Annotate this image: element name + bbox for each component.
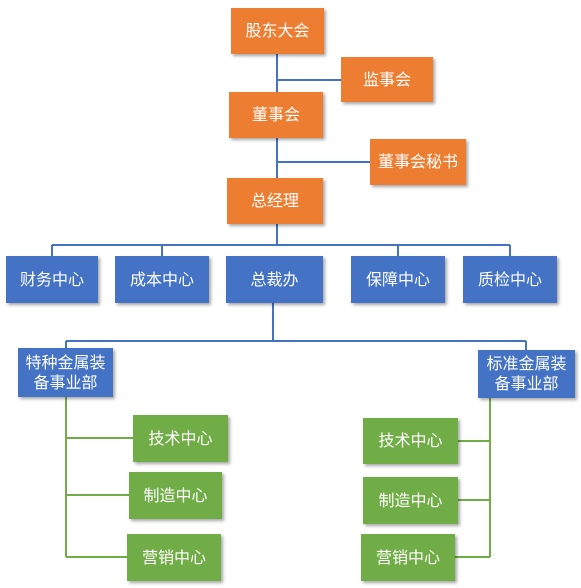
node-supervisors: 监事会 xyxy=(341,57,433,102)
node-special-tech-center: 技术中心 xyxy=(133,415,228,462)
node-assurance-center: 保障中心 xyxy=(351,256,445,303)
node-qc-center: 质检中心 xyxy=(463,256,557,303)
node-president-office: 总裁办 xyxy=(226,256,323,303)
node-standard-division: 标准金属装 备事业部 xyxy=(478,350,575,398)
node-shareholders: 股东大会 xyxy=(231,8,324,54)
node-standard-mfg-center: 制造中心 xyxy=(363,477,458,524)
node-finance-center: 财务中心 xyxy=(6,256,98,303)
node-standard-tech-center: 技术中心 xyxy=(363,418,458,464)
node-general-manager: 总经理 xyxy=(227,178,323,224)
node-cost-center: 成本中心 xyxy=(115,256,209,303)
node-board: 董事会 xyxy=(229,92,323,138)
node-special-division: 特种金属装 备事业部 xyxy=(18,348,113,397)
node-special-sales-center: 营销中心 xyxy=(127,534,221,581)
node-special-mfg-center: 制造中心 xyxy=(129,472,222,519)
node-board-secretary: 董事会秘书 xyxy=(370,139,466,185)
node-standard-sales-center: 营销中心 xyxy=(361,534,455,581)
